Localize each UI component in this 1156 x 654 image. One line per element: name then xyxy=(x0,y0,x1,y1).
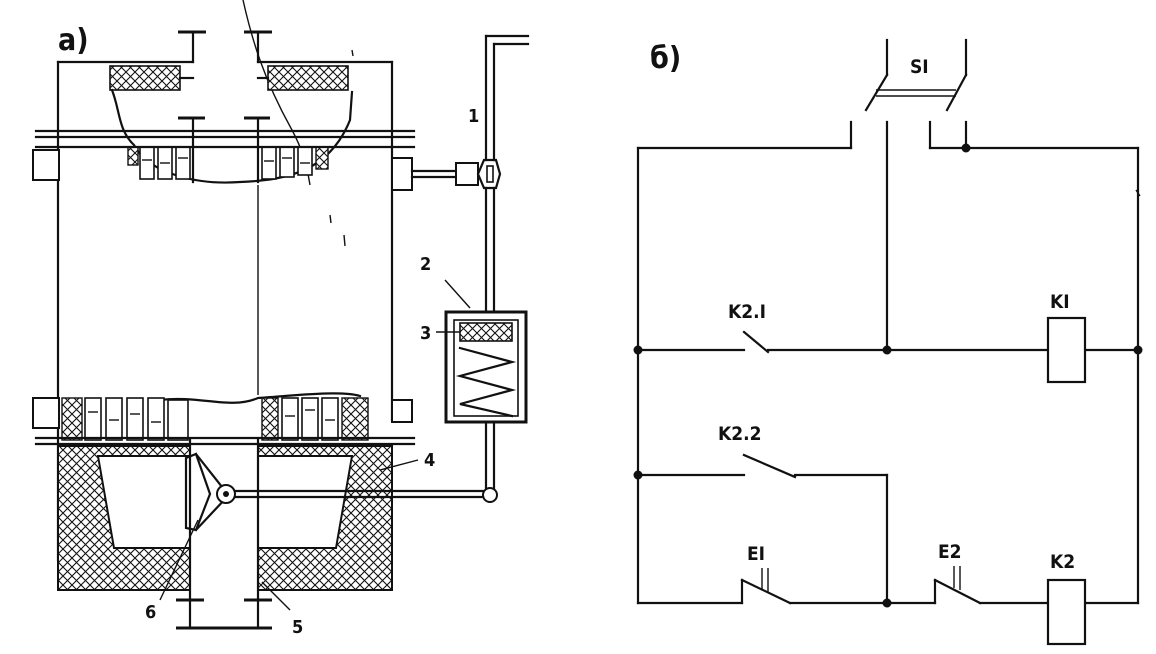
contact-e1: EI xyxy=(740,543,792,605)
upper-tie-rods xyxy=(32,129,479,191)
e1-label: EI xyxy=(747,543,765,565)
scan-specks xyxy=(329,49,354,247)
switch-s1: SI xyxy=(849,38,968,352)
top-cover xyxy=(56,60,394,562)
contact-k2-1: K2.I xyxy=(728,301,770,354)
part-b-label: б) xyxy=(650,41,681,76)
k2-2-label: K2.2 xyxy=(718,423,762,445)
callout-2: 2 xyxy=(420,254,431,275)
k1-label: KI xyxy=(1050,291,1070,313)
lower-grate xyxy=(32,397,413,441)
s1-label: SI xyxy=(910,56,929,78)
callout-6: 6 xyxy=(145,602,156,623)
callout-1: 1 xyxy=(468,106,479,127)
circuit-b: б) SI xyxy=(633,38,1143,646)
circuit-wires xyxy=(633,143,1143,608)
relay-k1: KI xyxy=(1046,291,1087,384)
flap-valve-6 xyxy=(184,452,485,532)
lower-tie-rods xyxy=(34,436,416,446)
callout-4: 4 xyxy=(424,450,435,471)
contact-e2: E2 xyxy=(933,541,982,605)
k2-1-label: K2.I xyxy=(728,301,766,323)
column-body xyxy=(158,185,362,404)
bottom-hopper-4 xyxy=(57,438,393,630)
pressure-box-2 xyxy=(444,310,528,503)
k2-label: K2 xyxy=(1050,551,1075,573)
contact-k2-2: K2.2 xyxy=(718,423,797,479)
part-a-label: а) xyxy=(58,23,89,58)
upper-section-cutaway xyxy=(110,88,354,184)
leader-lines xyxy=(159,279,471,611)
callout-5: 5 xyxy=(292,617,303,638)
relay-k2: K2 xyxy=(1046,551,1087,646)
drawing-a: а) 1 2 3 4 5 6 xyxy=(32,0,530,638)
callout-3: 3 xyxy=(420,323,431,344)
sensor-1 xyxy=(476,34,530,314)
e2-label: E2 xyxy=(938,541,962,563)
